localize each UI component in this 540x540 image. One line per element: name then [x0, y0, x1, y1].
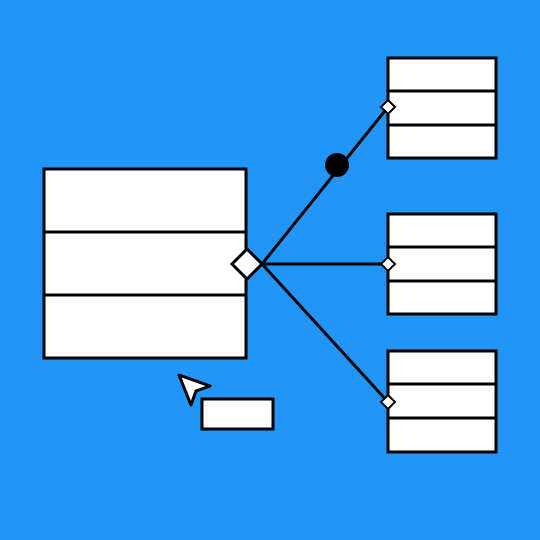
- tooltip-box: [200, 397, 275, 431]
- class-box-top-frame[interactable]: [386, 56, 498, 160]
- small-diamond-icon-bottom[interactable]: [379, 393, 397, 411]
- class-box-top[interactable]: [386, 56, 498, 160]
- class-box-bottom[interactable]: [386, 349, 498, 454]
- cursor-arrow-icon: [177, 373, 212, 407]
- small-diamond-icon-middle[interactable]: [379, 255, 397, 273]
- connector-main-to-top[interactable]: [260, 106, 390, 265]
- class-box-main-frame[interactable]: [42, 167, 248, 360]
- connector-main-to-bottom[interactable]: [260, 262, 390, 404]
- small-diamond-icon-top[interactable]: [379, 98, 397, 116]
- class-box-bottom-frame[interactable]: [386, 349, 498, 454]
- class-box-middle-frame[interactable]: [386, 212, 498, 316]
- composition-diamond-icon[interactable]: [229, 246, 265, 282]
- connector-joint-dot[interactable]: [325, 153, 349, 177]
- class-box-main[interactable]: [42, 167, 248, 360]
- class-box-middle[interactable]: [386, 212, 498, 316]
